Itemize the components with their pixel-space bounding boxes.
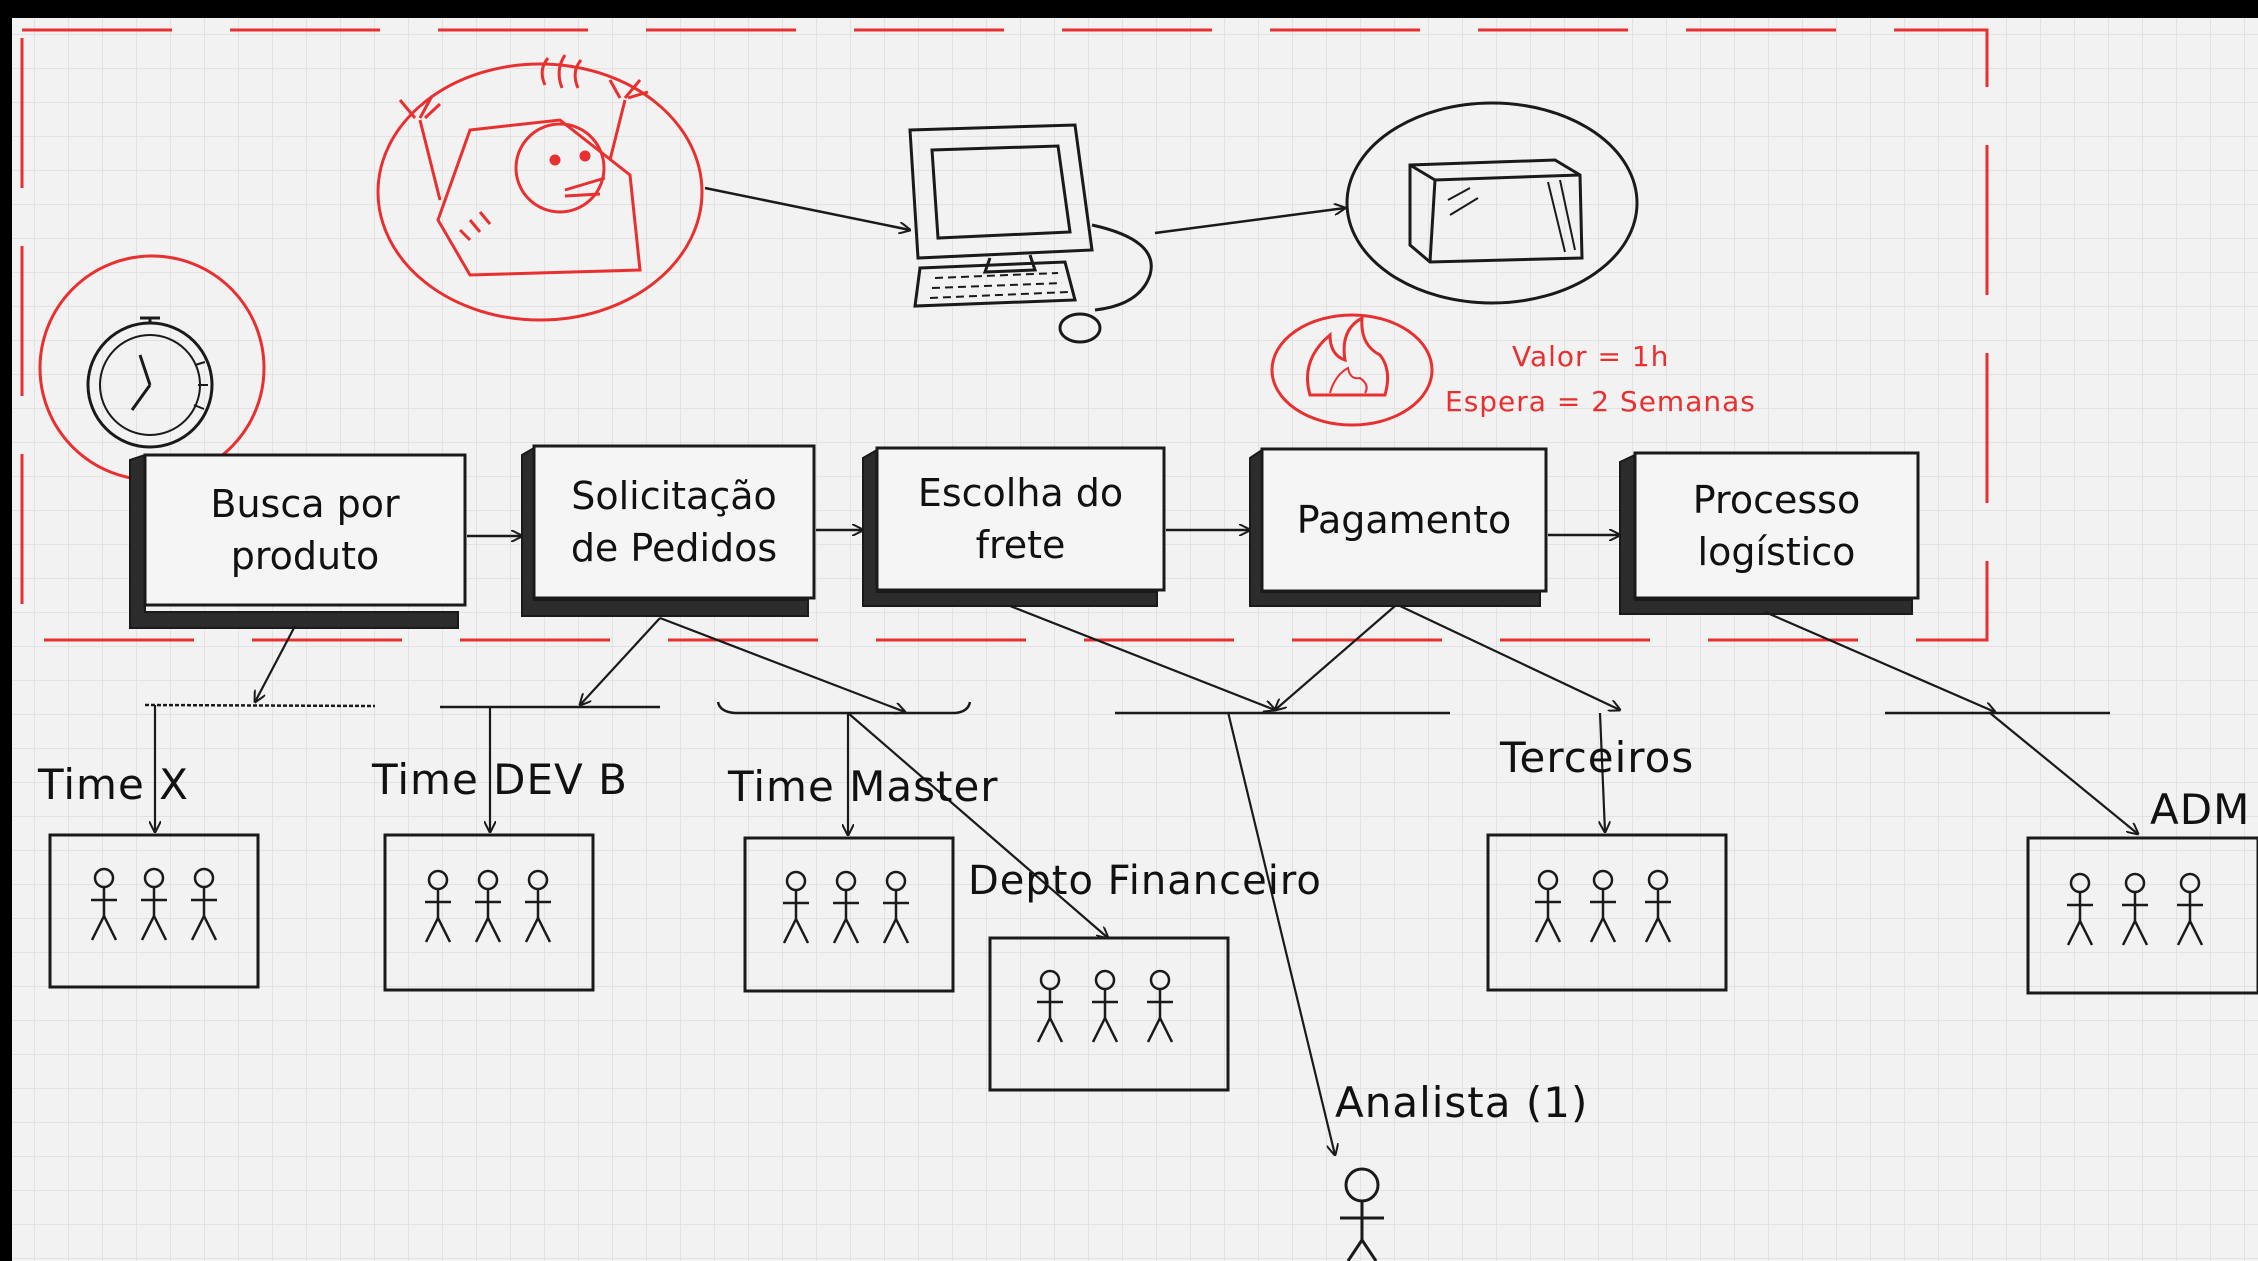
arrow-computer-package — [1154, 208, 1345, 235]
team-label-time-master: Time Master — [728, 762, 999, 811]
process-box-pagamento — [1249, 447, 1548, 607]
computer-icon — [908, 123, 1153, 344]
arrow-person-computer — [704, 186, 910, 230]
team-box-adm — [2026, 836, 2258, 995]
team-label-terceiros: Terceiros — [1500, 733, 1695, 782]
analyst-label: Analista (1) — [1335, 1078, 1589, 1127]
process-box-escolha — [862, 446, 1166, 607]
team-icon — [423, 869, 553, 944]
team-box-time-master — [743, 836, 955, 993]
process-box-processo — [1619, 451, 1920, 615]
value-stream-boundary — [20, 28, 1989, 642]
team-label-adm: ADM — [2150, 785, 2251, 834]
process-label-pagamento: Pagamento — [1296, 498, 1512, 542]
team-icon — [1035, 969, 1175, 1044]
team-label-time-x: Time X — [38, 760, 189, 809]
team-box-time-dev-b — [383, 833, 595, 992]
team-box-terceiros — [1486, 833, 1728, 992]
team-icon — [781, 870, 911, 945]
team-icon — [1533, 869, 1673, 944]
process-label-busca: Busca por produto — [210, 482, 400, 578]
team-box-depto-financeiro — [988, 936, 1230, 1092]
espera-annotation: Espera = 2 Semanas — [1445, 385, 1756, 418]
angry-person-icon — [376, 54, 704, 322]
team-box-time-x — [48, 833, 260, 989]
team-label-time-dev-b: Time DEV B — [372, 755, 628, 804]
process-label-processo: Processo logístico — [1692, 477, 1861, 574]
process-label-solicitacao: Solicitação de Pedidos — [570, 474, 778, 570]
team-icon — [2065, 872, 2205, 947]
valor-annotation: Valor = 1h — [1512, 340, 1670, 373]
fire-icon — [1270, 313, 1434, 427]
stopwatch-icon — [86, 316, 214, 449]
person-icon — [1340, 1167, 1384, 1261]
team-label-depto-financeiro: Depto Financeiro — [968, 858, 1322, 904]
process-box-solicitacao — [521, 444, 816, 617]
package-box-icon — [1345, 101, 1639, 305]
process-box-busca — [129, 453, 467, 629]
process-label-escolha: Escolha do frete — [917, 471, 1124, 567]
team-icon — [89, 867, 219, 942]
